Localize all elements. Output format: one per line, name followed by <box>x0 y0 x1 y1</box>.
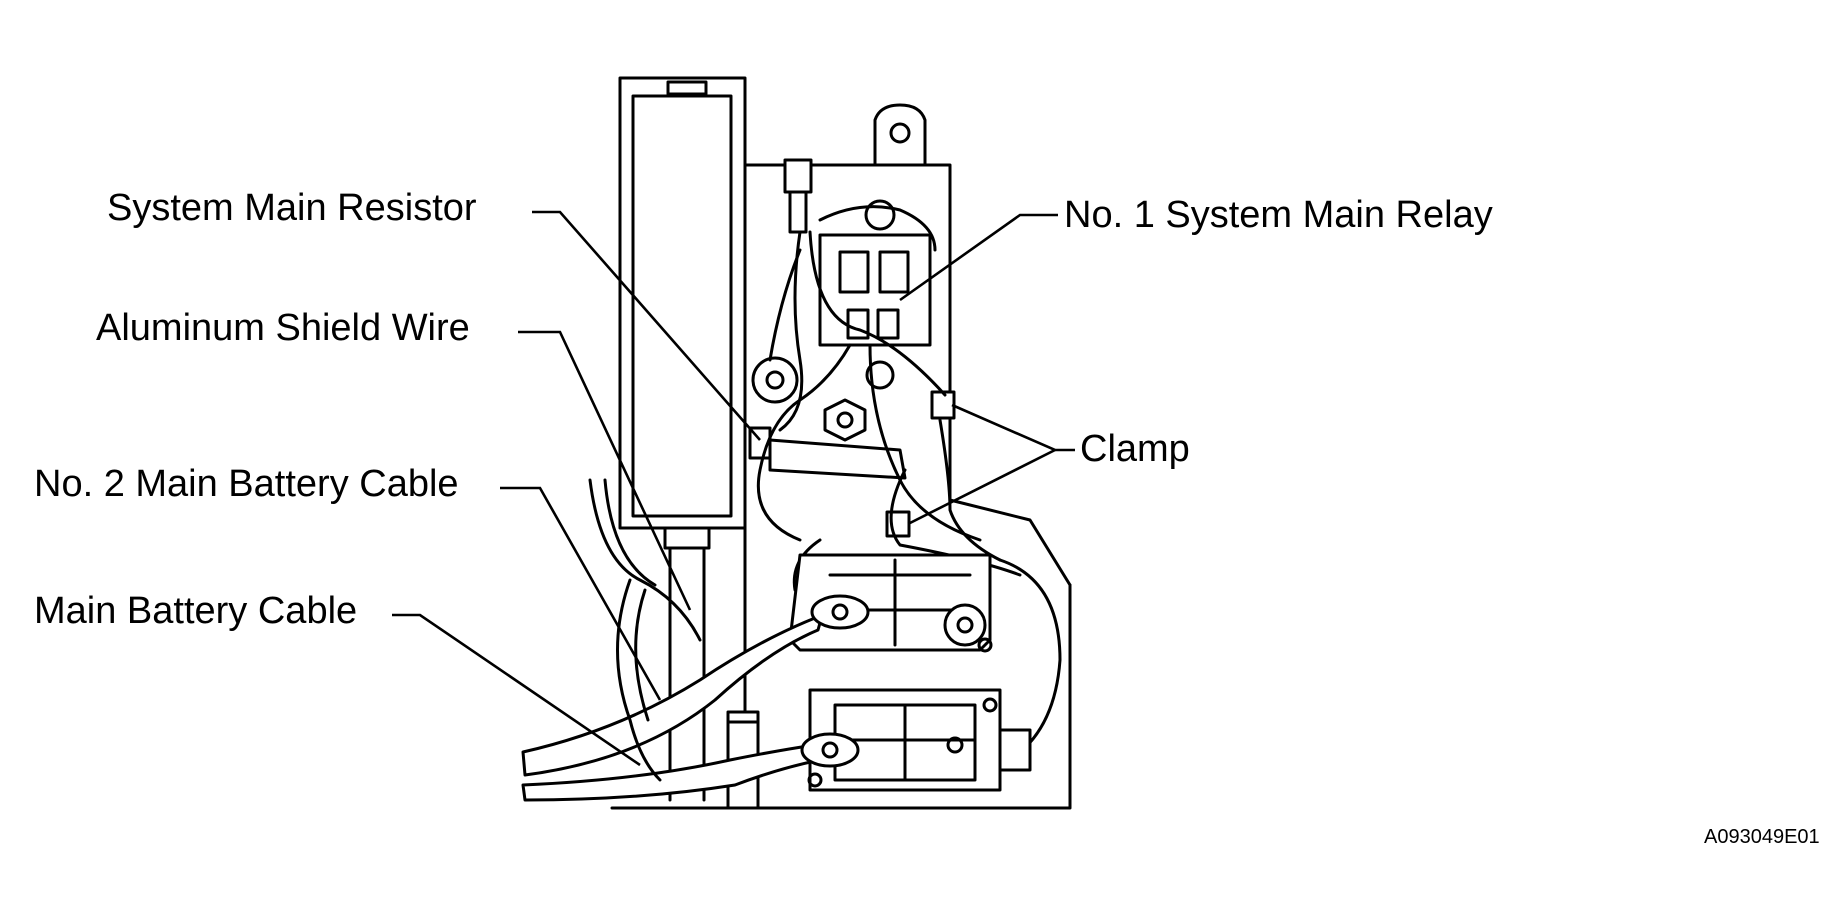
label-aluminum-shield-wire: Aluminum Shield Wire <box>96 307 470 349</box>
leader-clamp-lower <box>907 448 1056 526</box>
label-no1-system-main-relay: No. 1 System Main Relay <box>1064 194 1493 236</box>
figure-code: A093049E01 <box>1704 826 1820 848</box>
component-illustration <box>521 76 1072 810</box>
callout-labels: System Main Resistor Aluminum Shield Wir… <box>34 187 1820 848</box>
leader-main-battery-cable <box>392 613 641 767</box>
label-main-battery-cable: Main Battery Cable <box>34 590 357 632</box>
leader-no1-system-main-relay <box>899 213 1058 302</box>
label-no2-main-battery-cable: No. 2 Main Battery Cable <box>34 463 459 505</box>
leader-no2-main-battery-cable <box>500 486 662 701</box>
leader-aluminum-shield-wire <box>518 330 692 611</box>
label-clamp: Clamp <box>1080 428 1190 470</box>
leader-lines <box>392 210 1075 767</box>
label-system-main-resistor: System Main Resistor <box>107 187 477 229</box>
leader-clamp-upper <box>951 403 1075 452</box>
leader-system-main-resistor <box>532 210 761 441</box>
